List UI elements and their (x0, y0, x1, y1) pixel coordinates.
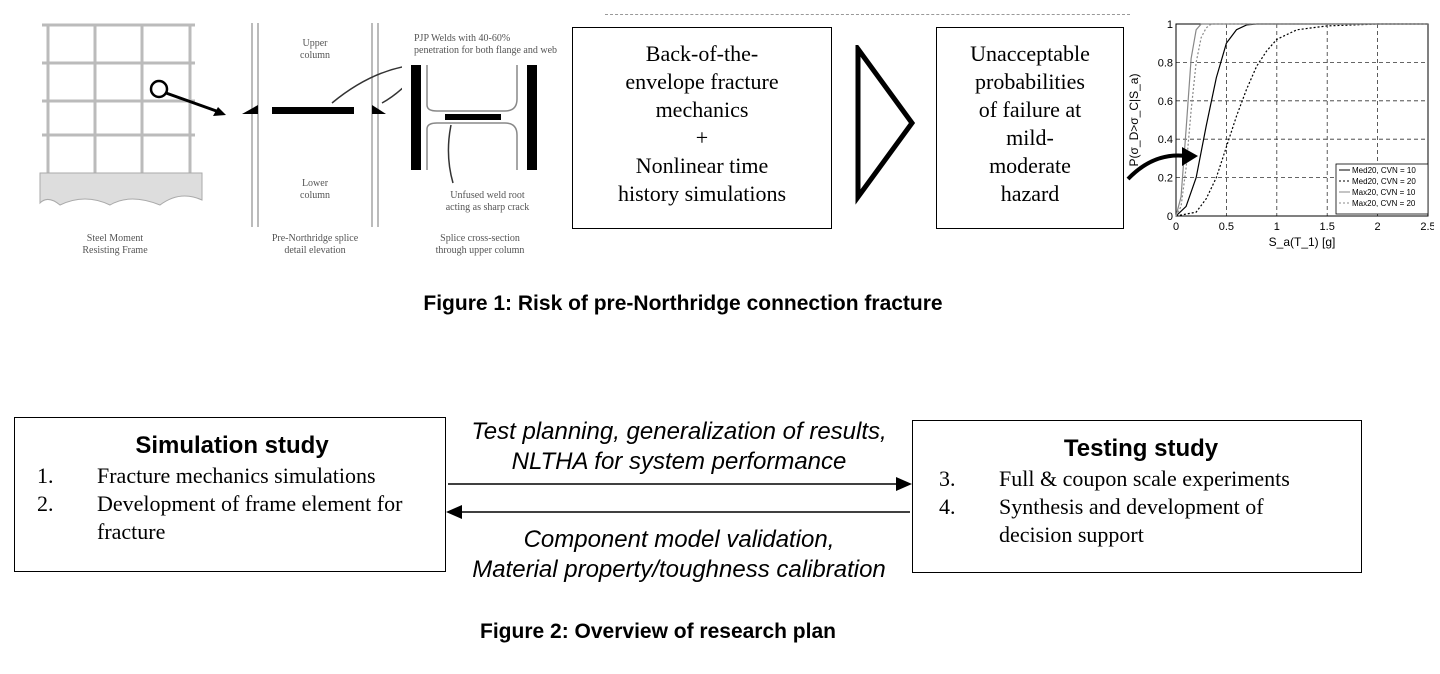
pointer-arrow (1126, 153, 1187, 181)
legend-label: Max20, CVN = 10 (1352, 188, 1416, 197)
legend-label: Max20, CVN = 20 (1352, 199, 1416, 208)
method-line: Back-of-the- (645, 41, 759, 66)
simulation-study-box: Simulation study 1. Fracture mechanics si… (14, 417, 446, 572)
top-arrow-line: Test planning, generalization of results… (471, 418, 887, 445)
top-arrow-line: NLTHA for system performance (511, 448, 847, 475)
x-axis-label: S_a(T_1) [g] (1269, 235, 1336, 249)
x-tick-label: 0 (1173, 221, 1179, 233)
figure-1-caption: Figure 1: Risk of pre-Northridge connect… (423, 292, 943, 315)
legend-box (1335, 163, 1429, 215)
splice-cross-section-sketch (411, 65, 537, 184)
bottom-arrow-text: Component model validation, Material pro… (446, 525, 912, 585)
method-line: history simulations (617, 181, 787, 206)
x-tick-label: 1.5 (1320, 221, 1335, 233)
item-number: 1. (37, 463, 54, 488)
bottom-arrow-line: Component model validation, (523, 526, 835, 553)
list-item: 2. Development of frame element for fract… (37, 490, 427, 546)
steel-frame-sketch (39, 23, 226, 206)
list-item: 3. Full & coupon scale experiments (939, 465, 1343, 493)
result-line: of failure at (978, 97, 1082, 122)
figure-2-caption: Figure 2: Overview of research plan (480, 620, 836, 643)
y-tick-label: 0.4 (1158, 134, 1173, 146)
y-tick-label: 0.6 (1158, 96, 1173, 108)
result-line: moderate (989, 153, 1071, 178)
splice-elevation-sketch (242, 23, 402, 227)
method-line: mechanics (655, 97, 749, 122)
result-line: probabilities (975, 69, 1085, 94)
y-tick-label: 0 (1167, 211, 1173, 223)
method-box: Back-of-the- envelope fracture mechanics… (572, 27, 832, 229)
testing-study-title: Testing study (1063, 435, 1219, 462)
left-arrow-head (446, 505, 462, 519)
y-tick-label: 1 (1167, 19, 1173, 31)
item-text: Development of frame element for fractur… (97, 491, 403, 544)
result-box: Unacceptable probabilities of failure at… (936, 27, 1124, 229)
simulation-task-list: 1. Fracture mechanics simulations 2. Devel… (37, 462, 427, 546)
testing-task-list: 3. Full & coupon scale experiments 4. Synt… (939, 465, 1343, 549)
simulation-study-title: Simulation study (135, 432, 329, 459)
top-arrow-text: Test planning, generalization of results… (446, 417, 912, 477)
testing-study-box: Testing study 3. Full & coupon scale expe… (912, 420, 1362, 573)
list-item: 4. Synthesis and development of decision … (939, 493, 1343, 549)
legend-label: Med20, CVN = 10 (1352, 166, 1416, 175)
right-triangle-arrow (855, 45, 916, 205)
bidirectional-arrows (446, 477, 912, 519)
pjp-weld-note: PJP Welds with 40-60%penetration for bot… (414, 33, 558, 56)
item-text: Fracture mechanics simulations (97, 463, 376, 488)
item-number: 2. (37, 491, 54, 516)
result-line: Unacceptable (970, 41, 1090, 66)
legend-label: Med20, CVN = 20 (1352, 177, 1416, 186)
item-number: 4. (939, 494, 956, 519)
result-line: hazard (1000, 181, 1060, 206)
right-arrow-head (896, 477, 912, 491)
y-tick-label: 0.2 (1158, 173, 1173, 185)
method-line: + (695, 125, 709, 150)
x-tick-label: 2 (1375, 221, 1381, 233)
method-line: Nonlinear time (635, 153, 769, 178)
method-line: envelope fracture (625, 69, 779, 94)
y-tick-label: 0.8 (1158, 57, 1173, 69)
pointer-arrow-head (1182, 147, 1198, 166)
series-line (1175, 23, 1428, 217)
x-tick-label: 0.5 (1219, 221, 1234, 233)
bottom-arrow-line: Material property/toughness calibration (472, 556, 886, 583)
item-text: Synthesis and development of decision su… (999, 494, 1264, 547)
list-item: 1. Fracture mechanics simulations (37, 462, 427, 490)
fragility-chart: 0 0.5 1 1.5 2 2.5 0 0.2 0.4 0.6 0.8 1S_a(T_1) [g] P(… (1126, 19, 1434, 249)
dashed-separator (605, 14, 1130, 15)
x-tick-label: 2.5 (1420, 221, 1434, 233)
x-tick-label: 1 (1274, 221, 1280, 233)
series-line (1175, 23, 1428, 217)
result-line: mild- (1006, 125, 1054, 150)
series-line (1175, 23, 1428, 217)
item-number: 3. (939, 466, 956, 491)
item-text: Full & coupon scale experiments (999, 466, 1290, 491)
y-axis-label: P(σ_D>σ_C|S_a) (1127, 74, 1141, 167)
